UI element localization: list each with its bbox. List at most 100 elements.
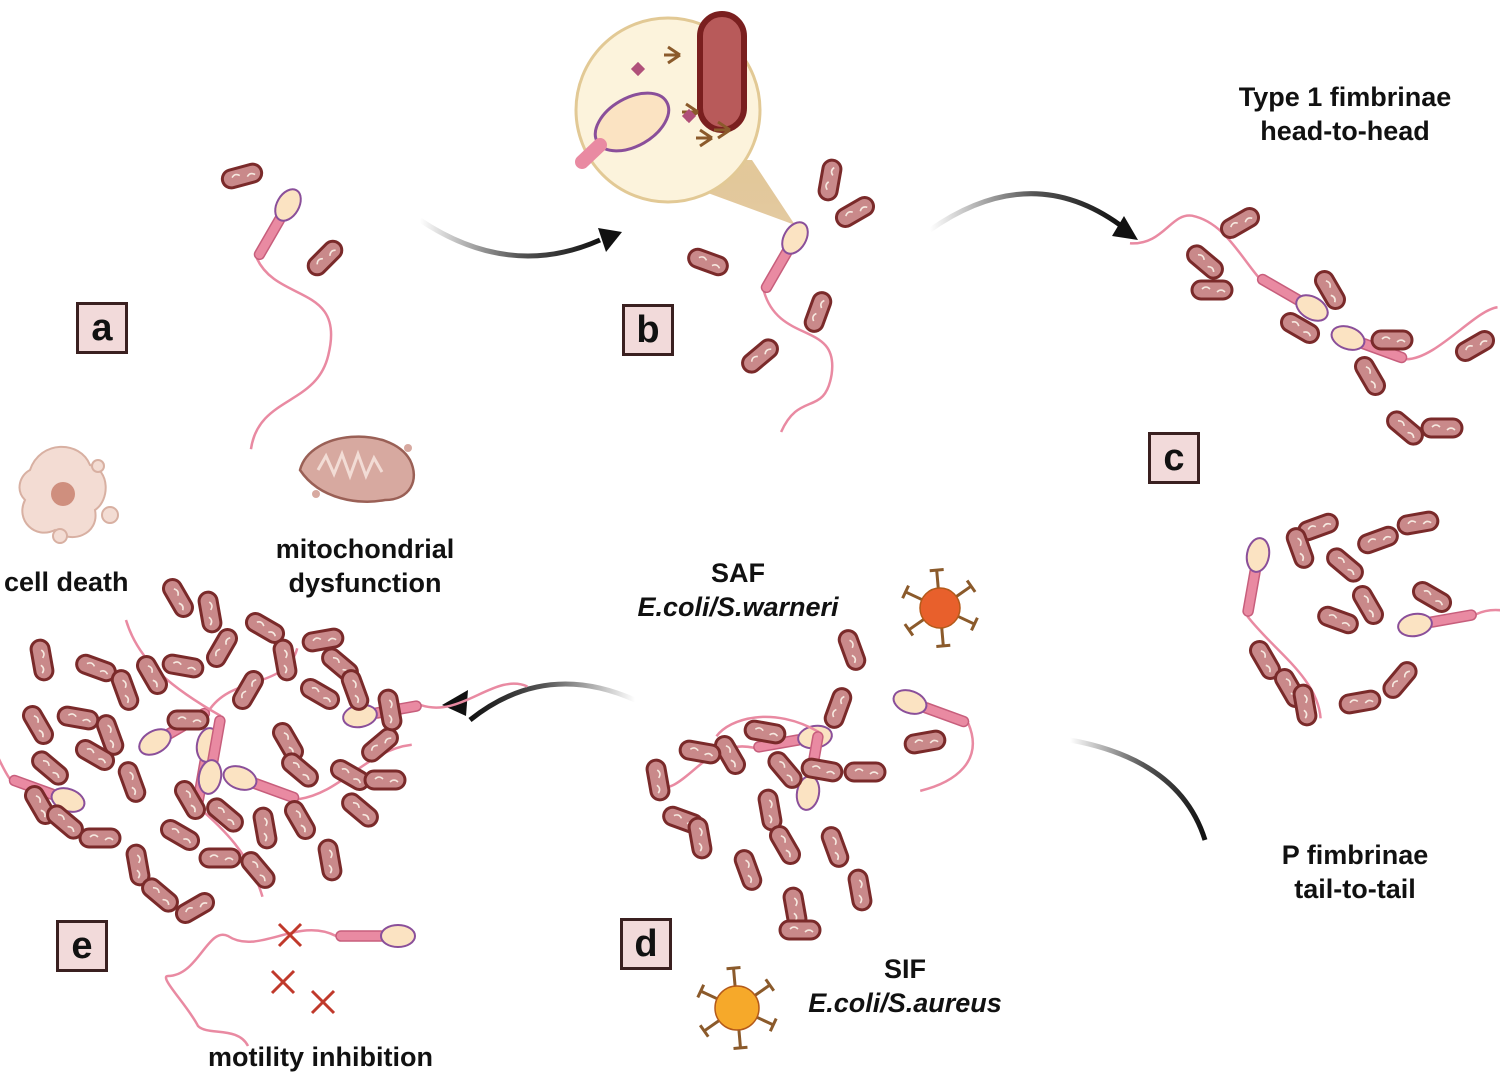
bacterium bbox=[206, 797, 244, 833]
arrow-d-to-e bbox=[442, 681, 637, 722]
bacterium bbox=[22, 704, 54, 746]
bacterium bbox=[800, 757, 844, 783]
bacterium bbox=[733, 849, 763, 891]
sperm-cell bbox=[892, 689, 975, 793]
panel-label-e: e bbox=[56, 920, 108, 972]
saf-line1: SAF bbox=[711, 558, 765, 588]
bacterium bbox=[1352, 584, 1384, 626]
arrow-a-to-b bbox=[418, 217, 622, 259]
sif-line2: E.coli/S.aureus bbox=[808, 988, 1002, 1018]
bacterium bbox=[743, 719, 787, 745]
panel-label-b: b bbox=[622, 304, 674, 356]
bacterium bbox=[1292, 683, 1318, 727]
bacterium bbox=[220, 162, 264, 190]
mito-label: mitochondrial dysfunction bbox=[250, 532, 480, 600]
sperm-cell bbox=[249, 188, 333, 450]
bacterium bbox=[823, 687, 853, 729]
bacterium bbox=[1326, 547, 1364, 583]
bacterium bbox=[1354, 355, 1386, 397]
bacterium bbox=[284, 799, 316, 841]
bacterium bbox=[903, 729, 947, 755]
bacterium bbox=[741, 338, 779, 374]
sperm-cell bbox=[1397, 608, 1500, 658]
bacterium bbox=[361, 727, 399, 763]
bacterium bbox=[29, 638, 55, 682]
bacterium bbox=[757, 788, 783, 832]
bacterium bbox=[141, 877, 179, 913]
arrow-b-to-c bbox=[928, 191, 1138, 240]
bacterium bbox=[206, 627, 238, 669]
sperm-cell bbox=[1129, 214, 1329, 322]
bacterium bbox=[1411, 581, 1453, 613]
bacterium bbox=[817, 158, 843, 202]
bacterium bbox=[1396, 510, 1440, 536]
bacterium bbox=[117, 761, 147, 803]
saf-factor-icon bbox=[901, 568, 979, 648]
bacterium bbox=[161, 653, 205, 679]
bacterium bbox=[687, 816, 713, 860]
panel-label-d: d bbox=[620, 918, 672, 970]
bacterium bbox=[78, 827, 122, 849]
arrow-c-to-d bbox=[1069, 737, 1208, 841]
bacterium bbox=[95, 714, 125, 756]
bacterium bbox=[56, 705, 100, 731]
panel-label-c: c bbox=[1148, 432, 1200, 484]
bacterium bbox=[159, 819, 201, 851]
bacterium bbox=[74, 739, 116, 771]
bacterium bbox=[1317, 605, 1359, 635]
bacterium bbox=[1285, 527, 1315, 569]
sif-factor-icon bbox=[696, 966, 778, 1050]
bacterium bbox=[1454, 330, 1496, 362]
bacterium bbox=[232, 669, 264, 711]
bacterium bbox=[272, 638, 298, 682]
cell-death-label: cell death bbox=[4, 567, 129, 597]
saf-line2: E.coli/S.warneri bbox=[637, 592, 839, 622]
bacterium bbox=[198, 847, 242, 869]
mitochondrion-icon bbox=[298, 435, 416, 503]
bacterium bbox=[31, 750, 69, 786]
bacterium bbox=[299, 678, 341, 710]
bacterium bbox=[363, 769, 407, 791]
bacterium bbox=[162, 577, 194, 619]
mito-line1: mitochondrial bbox=[275, 534, 455, 564]
sperm-cell bbox=[760, 221, 834, 433]
bacterium bbox=[240, 851, 276, 889]
p-fim-line2: tail-to-tail bbox=[1294, 874, 1416, 904]
bacterium bbox=[174, 779, 206, 821]
bacterium bbox=[687, 247, 729, 277]
bacterium bbox=[252, 806, 278, 850]
sperm-cell bbox=[164, 924, 416, 1047]
bacterium bbox=[1370, 329, 1414, 351]
bacterium bbox=[174, 892, 216, 924]
bacterium bbox=[1382, 661, 1418, 699]
bacterium bbox=[125, 843, 151, 887]
bacterium bbox=[1314, 269, 1346, 311]
p-fim-line1: P fimbrinae bbox=[1281, 840, 1429, 870]
sperm-cell bbox=[1330, 306, 1498, 364]
bacterium bbox=[244, 612, 286, 644]
sif-label: SIF E.coli/S.aureus bbox=[770, 952, 1040, 1020]
motility-inhibition-label: motility inhibition bbox=[208, 1042, 433, 1072]
saf-label: SAF E.coli/S.warneri bbox=[598, 556, 878, 624]
bacterium bbox=[110, 669, 140, 711]
bacterium bbox=[769, 824, 801, 866]
bacterium bbox=[837, 629, 867, 671]
type1-fimbriae-label: Type 1 fimbrinae head-to-head bbox=[1210, 80, 1480, 148]
dying-cell-icon bbox=[18, 445, 119, 544]
bacterium bbox=[136, 654, 168, 696]
sperm-cell bbox=[342, 682, 528, 729]
bacterium bbox=[834, 196, 876, 228]
type1-line1: Type 1 fimbrinae bbox=[1238, 82, 1452, 112]
bacterium bbox=[301, 627, 345, 653]
bacterium bbox=[1338, 689, 1382, 715]
bacterium bbox=[340, 669, 370, 711]
bacterium bbox=[1279, 312, 1321, 344]
bacterium bbox=[317, 838, 343, 882]
panel-label-a: a bbox=[76, 302, 128, 354]
bacterium bbox=[341, 792, 379, 828]
sperm-cell bbox=[1242, 537, 1322, 719]
p-fimbriae-label: P fimbrinae tail-to-tail bbox=[1240, 838, 1470, 906]
bacterium bbox=[645, 758, 671, 802]
